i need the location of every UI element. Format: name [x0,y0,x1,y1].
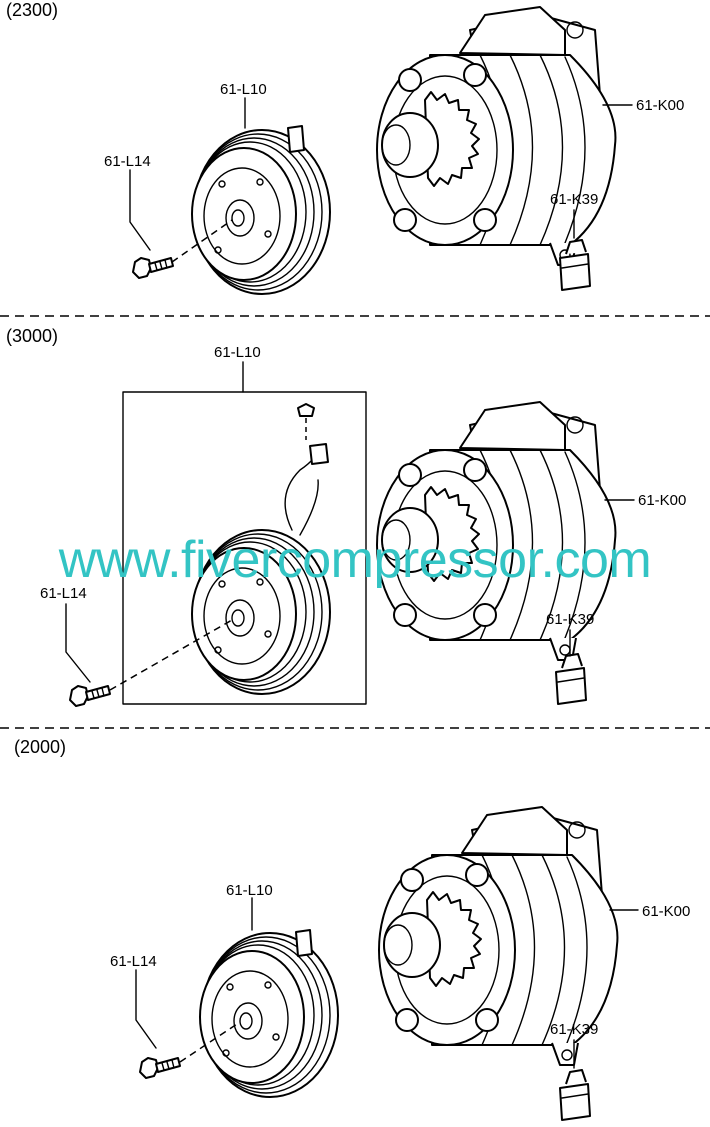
clutch-part-number: 61-L10 [226,882,273,899]
clutch-assembly-box [122,391,367,705]
screw-drawing [297,403,315,417]
compressor-drawing [376,6,617,266]
section-2300: (2300) 61-K00 61-L10 61-L14 61-K39 [6,0,684,295]
section-2000: (2000) 61-K00 61-L10 61-L14 61-K39 [14,737,690,1121]
pressure-switch-drawing [559,1069,591,1121]
clutch-part-number: 61-L10 [220,81,267,98]
switch-part-number: 61-K39 [550,1021,598,1038]
clutch-connector-drawing [287,125,305,153]
section-label: (3000) [6,326,58,346]
section-label: (2300) [6,0,58,20]
compressor-part-number: 61-K00 [638,492,686,509]
bolt-part-number: 61-L14 [104,153,151,170]
section-label: (2000) [14,737,66,757]
bolt-drawing [139,1057,181,1079]
switch-part-number: 61-K39 [546,611,594,628]
clutch-pulley-drawing [191,129,331,295]
section-3000: (3000) 61-K00 61-L10 61-L14 61-K39 [6,326,686,707]
compressor-part-number: 61-K00 [642,903,690,920]
pressure-switch-drawing [555,653,587,705]
bolt-part-number: 61-L14 [40,585,87,602]
compressor-part-number: 61-K00 [636,97,684,114]
bolt-drawing [132,257,174,279]
bolt-part-number: 61-L14 [110,953,157,970]
clutch-part-number: 61-L10 [214,344,261,361]
clutch-pulley-drawing [199,932,339,1098]
clutch-pulley-drawing [191,529,331,695]
clutch-connector-drawing [309,443,329,465]
switch-part-number: 61-K39 [550,191,598,208]
bolt-drawing [69,685,111,707]
clutch-connector-drawing [295,929,313,957]
